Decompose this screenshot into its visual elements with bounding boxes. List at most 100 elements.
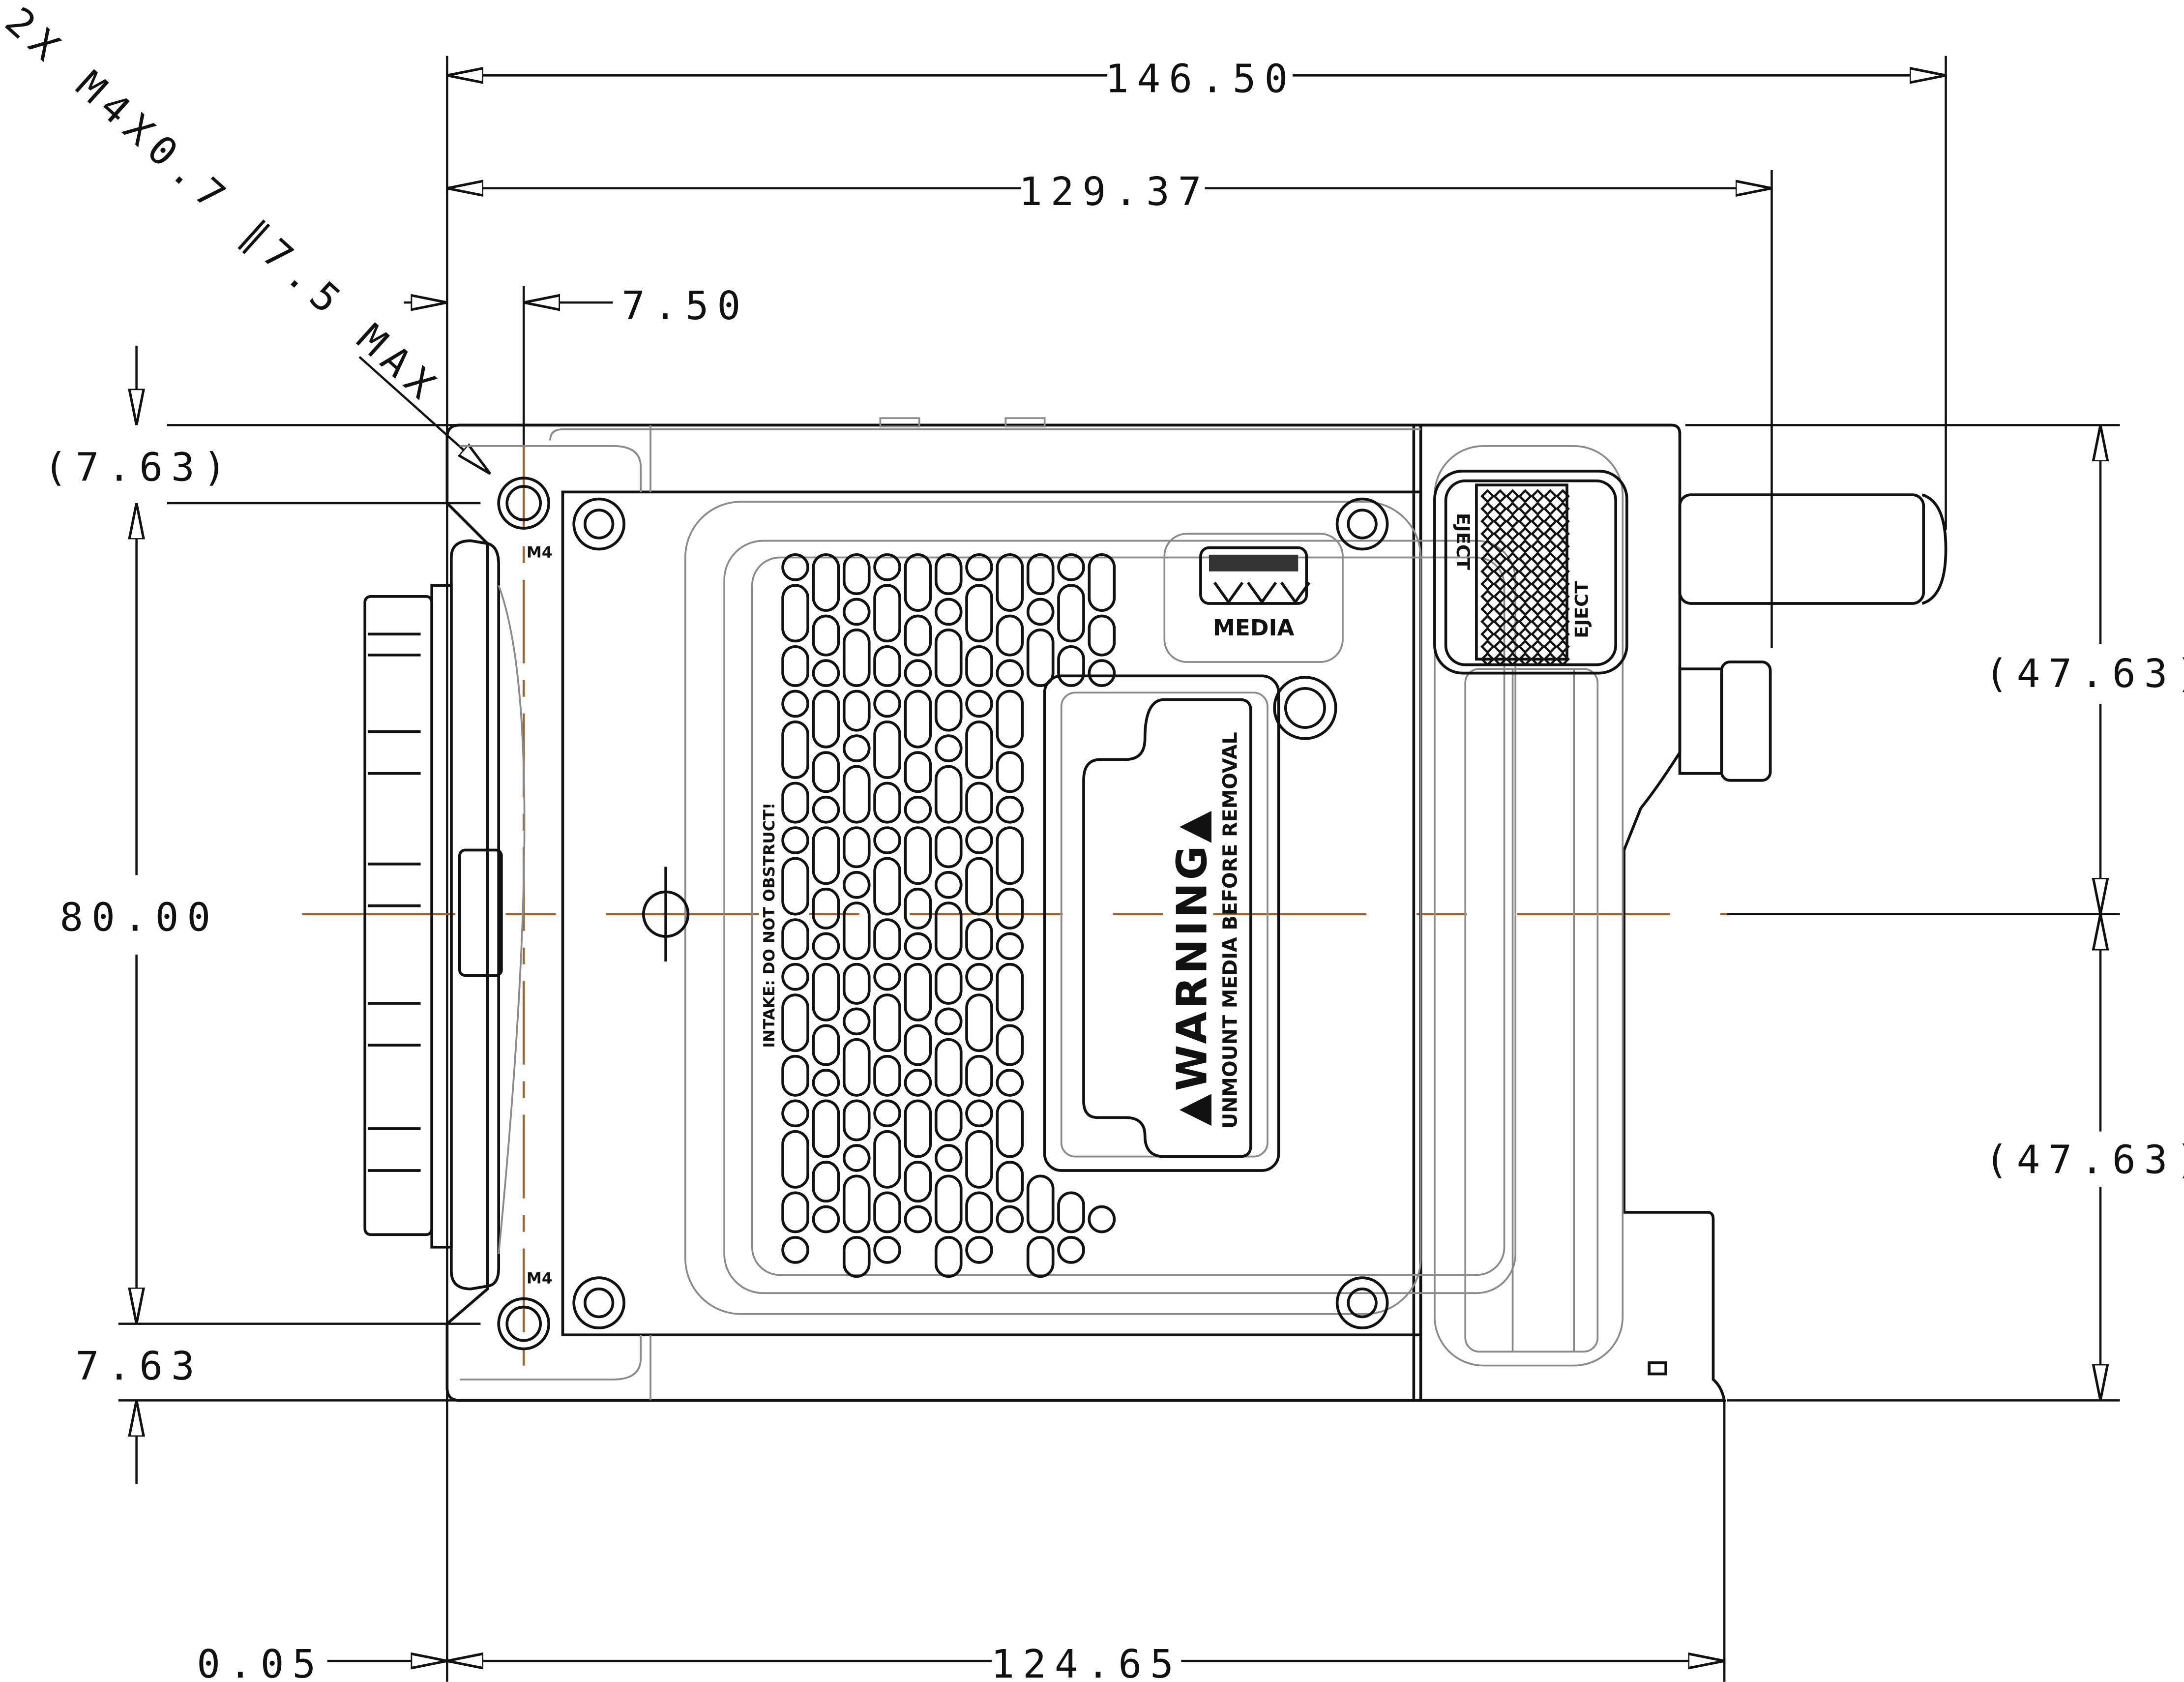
- vent-slot: [934, 1174, 963, 1233]
- knurl-cell: [1518, 589, 1533, 604]
- vent-slot: [1088, 659, 1116, 687]
- knurl-cell: [1505, 514, 1520, 529]
- knurl-cell: [1530, 539, 1545, 554]
- vent-slot: [904, 1024, 932, 1066]
- knurl-cell: [1530, 526, 1545, 541]
- vent-slot: [904, 614, 932, 657]
- warning-sub-label: UNMOUNT MEDIA BEFORE REMOVAL: [1219, 732, 1242, 1129]
- vent-slot: [934, 765, 963, 824]
- knurl-cell: [1480, 601, 1495, 616]
- knurl-cell: [1493, 551, 1507, 566]
- vent-slot: [812, 1024, 840, 1066]
- vent-slot: [1088, 1205, 1116, 1233]
- knurl-cell: [1480, 526, 1495, 541]
- knurl-cell: [1543, 501, 1558, 516]
- vent-slot: [873, 781, 901, 824]
- knurl-cell: [1518, 526, 1533, 541]
- vent-slot: [965, 1130, 993, 1189]
- knurl-cell: [1480, 614, 1495, 629]
- knurl-cell: [1555, 652, 1570, 666]
- vent-slot: [1088, 553, 1116, 612]
- vent-slot: [842, 1144, 871, 1172]
- knurl-cell: [1505, 526, 1520, 541]
- vent-slot: [996, 826, 1024, 885]
- vent-slot: [873, 826, 901, 854]
- vent-slot: [904, 1069, 932, 1097]
- vent-slot: [1026, 553, 1055, 595]
- vent-slot: [842, 553, 871, 595]
- camera-body: [445, 417, 1948, 1402]
- eject-knurl: [1480, 489, 1570, 666]
- knurl-cell: [1493, 489, 1507, 504]
- dim-hole-spacing: 80.00: [59, 895, 219, 940]
- intake-vent-grid: [781, 553, 1116, 1278]
- knurl-cell: [1505, 576, 1520, 591]
- knurl-cell: [1543, 639, 1558, 654]
- knurl-cell: [1543, 564, 1558, 579]
- vent-slot: [842, 901, 871, 961]
- vent-slot: [812, 614, 840, 657]
- eject-button[interactable]: EJECT EJECT: [1433, 470, 1628, 675]
- media-button[interactable]: MEDIA: [1163, 533, 1344, 663]
- dim-upper-half: (47.63): [1985, 651, 2184, 696]
- vent-slot: [904, 690, 932, 749]
- vent-slot: [996, 1161, 1024, 1203]
- vent-slot: [965, 781, 993, 824]
- knurl-cell: [1543, 627, 1558, 641]
- svg-text:M4: M4: [527, 544, 553, 562]
- vent-slot: [996, 887, 1024, 930]
- knurl-cell: [1480, 564, 1495, 579]
- vent-slot: [904, 659, 932, 687]
- dim-hole-offset-bottom: 7.63: [76, 1343, 203, 1389]
- center-mark: [642, 867, 690, 962]
- knurl-cell: [1480, 639, 1495, 654]
- centerlines: [302, 446, 1727, 1380]
- knurl-cell: [1530, 501, 1545, 516]
- thread-callout: 2X M4X0.7 ∥7.5 MAX: [0, 0, 450, 413]
- knurl-cell: [1505, 589, 1520, 604]
- vent-slot: [965, 584, 993, 643]
- vent-slot: [781, 826, 809, 854]
- knurl-cell: [1543, 489, 1558, 504]
- vent-slot: [965, 962, 993, 991]
- vent-slot: [965, 857, 993, 916]
- vent-slot: [873, 645, 901, 687]
- vent-slot: [781, 645, 809, 687]
- vent-slot: [873, 690, 901, 718]
- vent-slot: [842, 962, 871, 1005]
- dimension-lines: [137, 75, 2100, 1661]
- vent-slot: [812, 1099, 840, 1158]
- knurl-cell: [1505, 489, 1520, 504]
- media-door[interactable]: ▲WARNING▲ UNMOUNT MEDIA BEFORE REMOVAL: [1043, 674, 1280, 1172]
- knurl-cell: [1530, 564, 1545, 579]
- vent-slot: [781, 857, 809, 916]
- vent-slot: [873, 1054, 901, 1097]
- vent-slot: [934, 1099, 963, 1141]
- vent-slot: [812, 887, 840, 930]
- knurl-cell: [1530, 551, 1545, 566]
- knurl-cell: [1505, 639, 1520, 654]
- vent-slot: [934, 553, 963, 595]
- vent-slot: [781, 1099, 809, 1128]
- vent-slot: [904, 553, 932, 612]
- knurl-cell: [1518, 564, 1533, 579]
- knurl-cell: [1530, 576, 1545, 591]
- vent-slot: [873, 962, 901, 991]
- vent-slot: [965, 1054, 993, 1097]
- vent-slot: [812, 962, 840, 1021]
- vent-slot: [965, 720, 993, 779]
- vent-slot: [965, 993, 993, 1052]
- knurl-cell: [1518, 639, 1533, 654]
- vent-slot: [781, 993, 809, 1052]
- extension-lines: [118, 56, 2120, 1682]
- knurl-cell: [1530, 614, 1545, 629]
- knurl-cell: [1518, 627, 1533, 641]
- vent-slot: [812, 553, 840, 612]
- knurl-cell: [1505, 539, 1520, 554]
- vent-slot: [934, 734, 963, 762]
- knurl-cell: [1530, 601, 1545, 616]
- knurl-cell: [1505, 627, 1520, 641]
- vent-slot: [781, 553, 809, 581]
- vent-slot: [873, 1099, 901, 1128]
